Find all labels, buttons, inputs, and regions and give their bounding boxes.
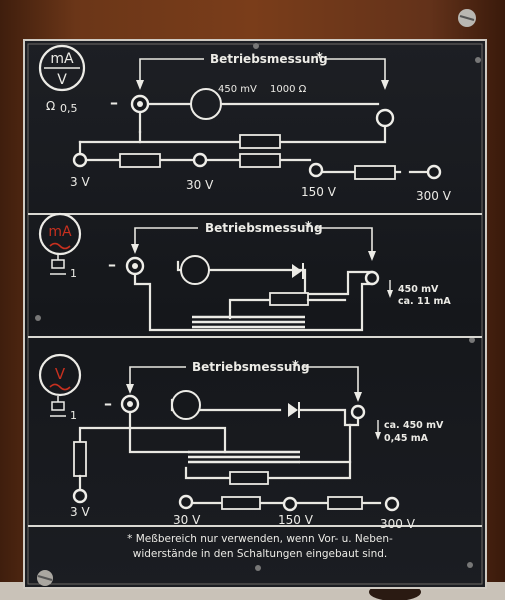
rectifier-mount-icon: [50, 396, 66, 417]
bracket-right: [326, 58, 386, 84]
terminal-3v: [72, 152, 88, 168]
range-label-30v: 30 V: [186, 178, 214, 192]
arrow-down-right-icon: [381, 80, 389, 90]
spec-voltage: 450 mV: [398, 284, 439, 295]
bracket-left: [139, 58, 204, 84]
terminal-300v: [426, 164, 442, 180]
arrow-down-left-icon: [136, 80, 144, 90]
bracket-left: [129, 366, 186, 388]
symbol-bottom-label: V: [57, 72, 67, 88]
series-resistor-1: [119, 153, 161, 168]
spec-current: ca. 11 mA: [398, 296, 451, 307]
bracket-left: [134, 227, 198, 248]
panel-v-ac: V 1 Betriebsmessung * –: [38, 353, 444, 531]
symbol-label: V: [55, 365, 66, 383]
ac-wave-icon: [49, 383, 71, 391]
heading-betriebsmessung: Betriebsmessung: [192, 360, 310, 374]
terminal-300v: [384, 496, 400, 512]
movement-circle: [171, 390, 201, 420]
rectifier-diode-icon: [292, 264, 302, 278]
range-label-3v: 3 V: [70, 175, 90, 189]
series-resistor-3: [327, 496, 363, 510]
magnet-icon: Ω: [46, 99, 55, 113]
symbol-top-label: mA: [50, 51, 74, 67]
rivet-top: [253, 43, 259, 49]
meter-symbol-ma-v: mA V: [38, 44, 86, 92]
bracket-right: [315, 227, 373, 255]
accuracy-rating: 1: [70, 409, 77, 422]
footnote: * Meßbereich nur verwenden, wenn Vor- u.…: [127, 533, 393, 560]
screw-top-right: [458, 9, 476, 27]
meter-symbol-v-ac: V: [38, 353, 82, 397]
series-resistor-2: [239, 153, 281, 168]
accuracy-rating: 0,5: [60, 102, 78, 115]
transformer-core: [188, 450, 300, 464]
voltage-drop: 450 mV: [218, 84, 257, 95]
movement-circle: [180, 255, 210, 285]
terminal-plus: [350, 404, 366, 420]
bracket-right: [302, 366, 359, 396]
range-label-3v: 3 V: [70, 505, 90, 519]
arrow-down-icon: [375, 432, 381, 440]
footnote-line-2: widerstände in den Schaltungen eingebaut…: [133, 548, 388, 560]
terminal-minus-core: [137, 101, 143, 107]
heading-betriebsmessung: Betriebsmessung: [205, 221, 323, 235]
footnote-line-1: * Meßbereich nur verwenden, wenn Vor- u.…: [127, 533, 393, 545]
minus-sign: –: [104, 394, 112, 413]
arrow-down-left-icon: [131, 244, 139, 254]
rivet-left: [35, 315, 41, 321]
symbol-label: mA: [48, 224, 72, 240]
heading-asterisk: *: [316, 51, 323, 66]
range-label-150v: 150 V: [301, 185, 337, 199]
rectifier-diode-icon: [288, 403, 298, 417]
arrow-down-icon: [387, 290, 393, 298]
spec-voltage: ca. 450 mV: [384, 420, 444, 431]
range-label-30v: 30 V: [173, 513, 201, 527]
arrow-down-right-icon: [368, 251, 376, 261]
terminal-150v: [308, 162, 324, 178]
rivet-top-right: [475, 57, 481, 63]
heading-asterisk: *: [305, 220, 312, 235]
terminal-3v: [72, 488, 88, 504]
range-label-300v: 300 V: [380, 517, 416, 531]
rivet-bottom-right: [467, 562, 473, 568]
partial-resistance: 1000 Ω: [270, 84, 307, 95]
panel-ma-ac: mA 1 Betriebsmessung * – 450 mV ca. 11: [38, 212, 451, 332]
terminal-30v: [178, 494, 194, 510]
spec-current: 0,45 mA: [384, 433, 429, 444]
terminal-plus: [364, 270, 380, 286]
heading-asterisk: *: [292, 359, 299, 374]
heading-betriebsmessung: Betriebsmessung: [210, 52, 328, 66]
terminal-plus: [375, 108, 395, 128]
terminal-30v: [192, 152, 208, 168]
wire: [228, 298, 272, 320]
accuracy-rating: 1: [70, 267, 77, 280]
shunt-resistor: [239, 134, 281, 149]
minus-sign: –: [110, 93, 118, 112]
series-resistor-vertical: [73, 441, 87, 477]
series-resistor-2: [221, 496, 261, 510]
screw-bottom-left: [37, 570, 53, 586]
range-label-300v: 300 V: [416, 189, 452, 203]
panel-ma-v: mA V Ω 0,5 Betriebsmessung * – 450 mV 10…: [38, 44, 452, 203]
meter-symbol-ma-ac: mA: [38, 212, 82, 256]
series-resistor-1: [229, 471, 269, 485]
ac-wave-icon: [49, 242, 71, 250]
terminal-minus-core: [127, 401, 133, 407]
wire: [298, 408, 360, 427]
minus-sign: –: [108, 255, 116, 274]
wire: [128, 410, 190, 454]
arrow-down-left-icon: [126, 384, 134, 394]
terminal-minus-core: [132, 263, 138, 269]
series-resistor-3: [354, 165, 396, 180]
rivet-bottom: [255, 565, 261, 571]
transformer-core: [192, 315, 305, 329]
range-label-150v: 150 V: [278, 513, 314, 527]
shunt-resistor: [269, 292, 309, 306]
arrow-down-right-icon: [354, 392, 362, 402]
rectifier-mount-icon: [50, 254, 66, 275]
rivet-right: [469, 337, 475, 343]
terminal-150v: [282, 496, 298, 512]
